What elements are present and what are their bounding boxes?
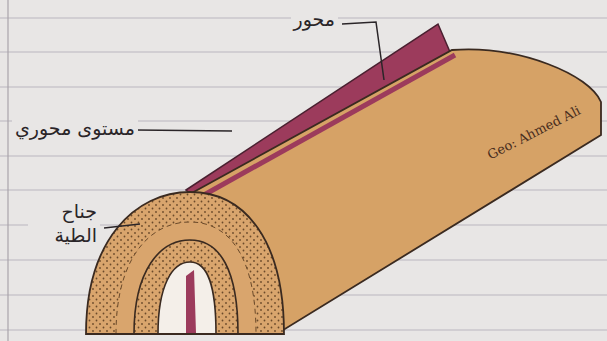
layer-boundary bbox=[116, 222, 256, 334]
fold-limb-label: جناح الطية bbox=[28, 200, 100, 248]
axial-plane-label: مستوى محوري bbox=[12, 117, 138, 141]
axial-plane-core bbox=[186, 270, 196, 334]
axial-trace bbox=[195, 55, 455, 200]
outer-layer bbox=[86, 192, 284, 334]
leader-lines bbox=[104, 22, 384, 228]
inner-layer bbox=[134, 240, 238, 334]
axis-label: محور bbox=[291, 8, 338, 32]
fold-core bbox=[158, 262, 216, 334]
